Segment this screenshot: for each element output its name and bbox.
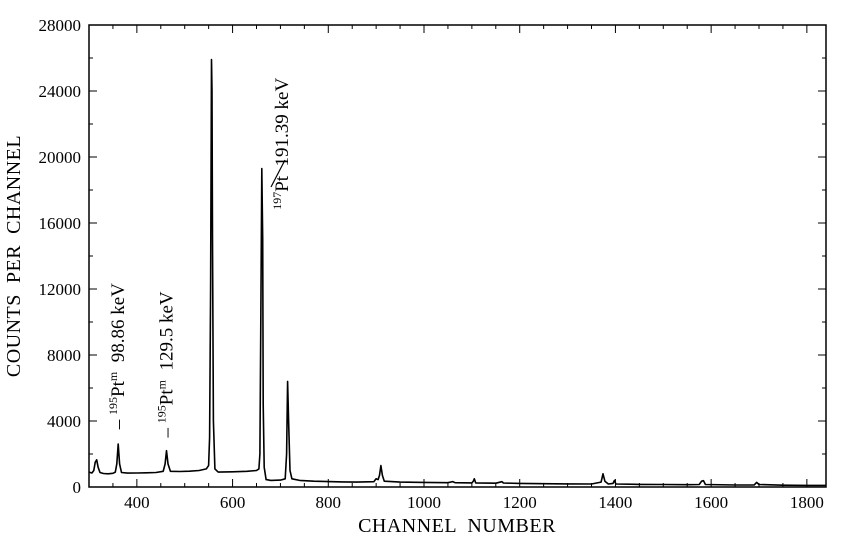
annotation-energy: 129.5 keV [157, 291, 178, 380]
x-tick-label: 1400 [598, 493, 632, 512]
x-tick-label: 1800 [790, 493, 824, 512]
annotation-element: Pt [272, 175, 293, 192]
x-tick-label: 600 [220, 493, 246, 512]
annotation-energy: 191.39 keV [272, 78, 293, 176]
annotation-leader-line [270, 159, 286, 188]
annotation-prefix: – [157, 423, 178, 438]
annotation-label: 197Pt 191.39 keV [270, 78, 293, 210]
x-axis-title: CHANNEL NUMBER [358, 515, 556, 537]
y-tick-label: 16000 [39, 214, 82, 233]
annotation-metastable: m [106, 371, 120, 381]
peak-annotations: – 195Ptm 98.86 keV– 195Ptm 129.5 keV197P… [106, 78, 293, 439]
x-tick-label: 1600 [694, 493, 728, 512]
axis-ticks [89, 24, 826, 488]
y-tick-label: 12000 [39, 280, 82, 299]
annotation-label: – 195Ptm 98.86 keV [106, 283, 129, 430]
ann-195ptm-129: – 195Ptm 129.5 keV [155, 291, 178, 438]
x-tick-label: 400 [124, 493, 150, 512]
annotation-metastable: m [155, 379, 169, 389]
y-tick-label: 0 [73, 478, 82, 497]
y-tick-label: 4000 [47, 412, 81, 431]
y-tick-label: 8000 [47, 346, 81, 365]
y-tick-label: 20000 [39, 148, 82, 167]
annotation-element: Pt [157, 389, 178, 406]
x-tick-label: 800 [316, 493, 342, 512]
y-tick-label: 28000 [39, 16, 82, 35]
y-tick-label: 24000 [39, 82, 82, 101]
annotation-label: – 195Ptm 129.5 keV [155, 291, 178, 438]
ann-195ptm-98: – 195Ptm 98.86 keV [106, 283, 129, 430]
annotation-element: Pt [108, 380, 129, 397]
spectrum-line [88, 58, 826, 487]
annotation-isotope-mass: 195 [106, 397, 120, 415]
tick-labels: 400 600 800 1000 1200 1400 1600 1800 0 4000 8000 12… [39, 16, 824, 512]
y-axis-title: COUNTS PER CHANNEL [3, 135, 25, 377]
annotation-prefix: – [108, 415, 129, 430]
plot-frame [88, 24, 827, 488]
x-tick-label: 1200 [503, 493, 537, 512]
ann-197pt-191: 197Pt 191.39 keV [270, 78, 293, 210]
annotation-isotope-mass: 195 [155, 405, 169, 423]
annotation-isotope-mass: 197 [270, 192, 284, 210]
annotation-energy: 98.86 keV [108, 283, 129, 372]
x-tick-label: 1000 [407, 493, 441, 512]
